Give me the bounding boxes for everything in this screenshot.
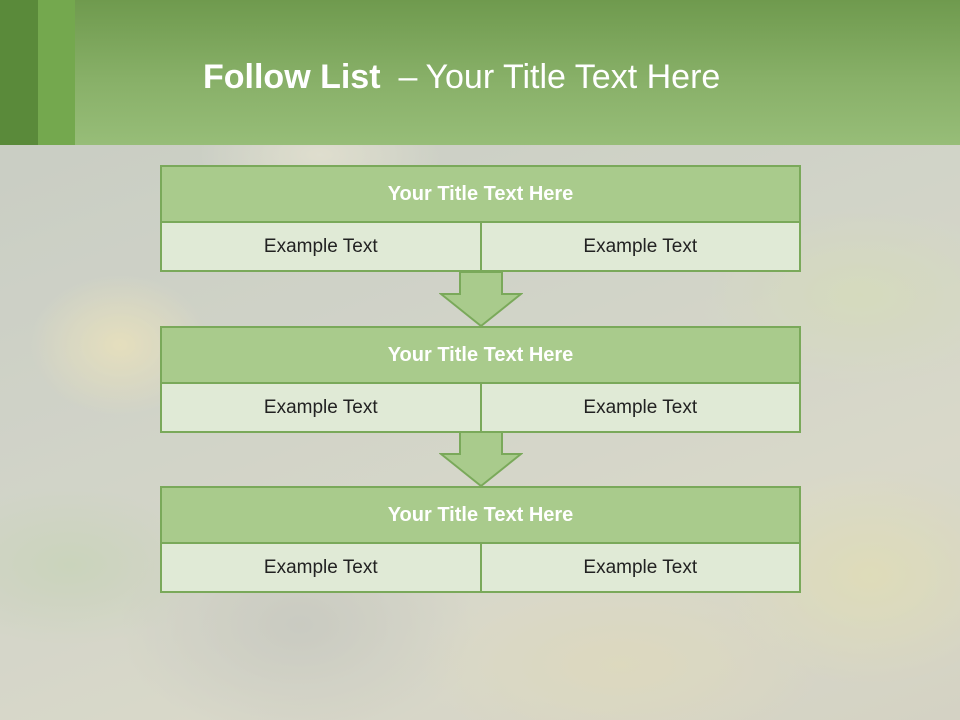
step-row: Example Text Example Text [160, 384, 801, 433]
slide-title[interactable]: Follow List–Your Title Text Here [203, 52, 720, 102]
step-text-left[interactable]: Example Text [160, 223, 482, 272]
step-block-3[interactable]: Your Title Text Here Example Text Exampl… [160, 486, 801, 593]
down-arrow-icon [439, 432, 523, 488]
slide-title-dash: – [398, 58, 418, 96]
accent-strip-light [38, 0, 75, 145]
step-title[interactable]: Your Title Text Here [160, 165, 801, 223]
slide-title-lead: Follow List [203, 58, 381, 96]
step-row: Example Text Example Text [160, 223, 801, 272]
slide-title-text: Your Title Text Here [425, 58, 721, 96]
step-row: Example Text Example Text [160, 544, 801, 593]
step-title[interactable]: Your Title Text Here [160, 486, 801, 544]
down-arrow-icon [439, 272, 523, 328]
step-text-right[interactable]: Example Text [479, 384, 801, 433]
step-text-right[interactable]: Example Text [479, 544, 801, 593]
step-text-left[interactable]: Example Text [160, 544, 482, 593]
step-block-1[interactable]: Your Title Text Here Example Text Exampl… [160, 165, 801, 272]
title-bar: Follow List–Your Title Text Here [0, 0, 960, 145]
accent-strip-dark [0, 0, 38, 145]
step-text-right[interactable]: Example Text [479, 223, 801, 272]
step-title[interactable]: Your Title Text Here [160, 326, 801, 384]
step-text-left[interactable]: Example Text [160, 384, 482, 433]
step-block-2[interactable]: Your Title Text Here Example Text Exampl… [160, 326, 801, 433]
